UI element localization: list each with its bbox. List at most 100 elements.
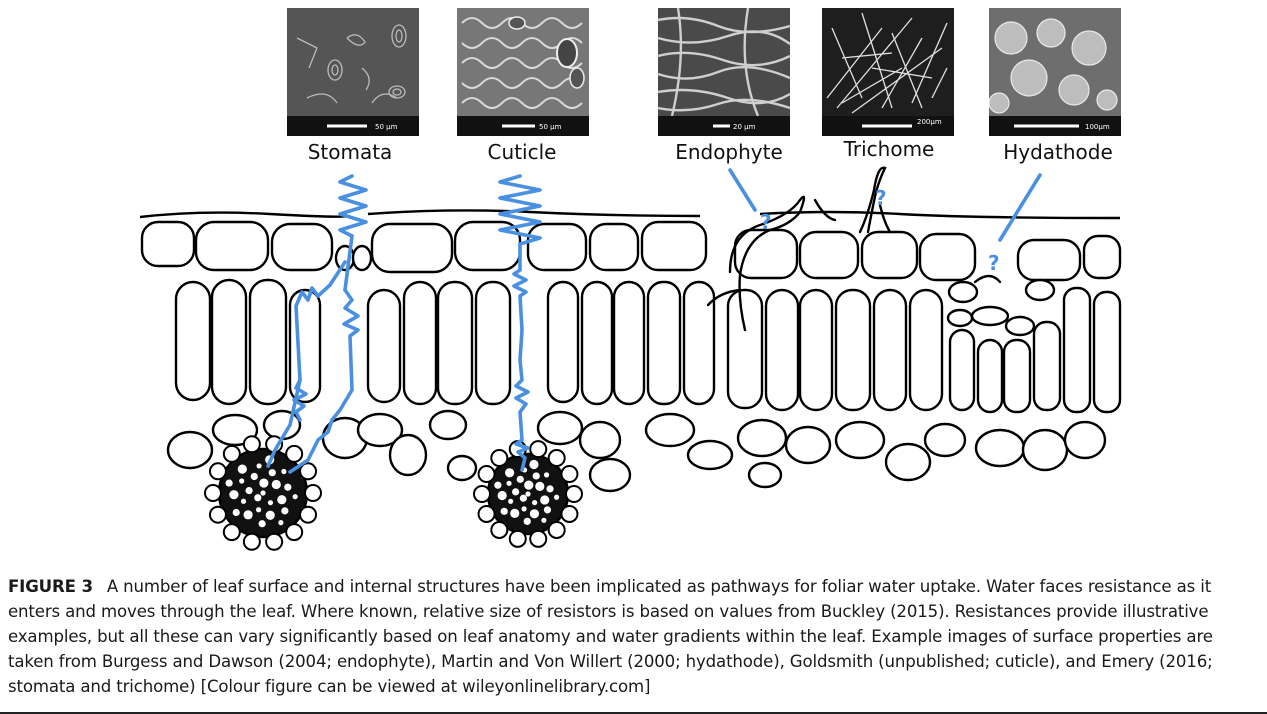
- stomata-path: [288, 288, 360, 474]
- epidermis-cell: [1082, 234, 1122, 280]
- spongy-cell: [923, 422, 967, 458]
- spongy-cell: [166, 430, 214, 470]
- trichome-scale-label: 200µm: [917, 118, 942, 126]
- xylem-vessel: [497, 490, 507, 501]
- xylem-vessel: [256, 463, 262, 469]
- endophyte-unknown-marker: ?: [760, 210, 772, 234]
- spongy-cell: [1063, 420, 1107, 460]
- bundle-sheath-cell: [565, 485, 583, 503]
- palisade-cell: [834, 288, 872, 412]
- hydathode-cell: [970, 305, 1010, 327]
- bundle-sheath-cell: [547, 520, 566, 539]
- bundle-sheath-cell: [285, 523, 304, 542]
- xylem-vessel: [541, 517, 547, 523]
- stomata-path: [343, 234, 354, 292]
- bundle-sheath-cell: [242, 435, 261, 454]
- palisade-cell: [546, 280, 580, 404]
- palisade-cell: [174, 280, 212, 402]
- bundle-sheath-cell: [560, 465, 579, 484]
- palisade-cell: [764, 288, 800, 412]
- bundle-sheath-cell: [529, 529, 548, 548]
- upper-cuticle-right: [759, 210, 1121, 220]
- endophyte-hypha: [706, 288, 742, 307]
- epidermis-cell: [370, 222, 454, 274]
- xylem-vessel: [508, 498, 514, 504]
- palisade-cell: [908, 288, 944, 412]
- bundle-sheath-cell: [222, 444, 241, 463]
- xylem-vessel: [271, 479, 281, 490]
- xylem-vessel: [519, 494, 527, 502]
- bundle-sheath-cell: [299, 505, 318, 524]
- resistor-pathways: [266, 168, 1042, 474]
- spongy-cell: [644, 412, 696, 448]
- xylem-vessel: [239, 478, 245, 484]
- bundle-sheath-cell: [304, 484, 322, 502]
- spongy-cell: [747, 461, 783, 489]
- xylem-vessel: [535, 481, 545, 492]
- stomata-path: [266, 260, 347, 468]
- xylem-vessel: [260, 490, 266, 496]
- bundle-sheath-cell: [490, 449, 509, 468]
- epidermis-cell: [640, 220, 708, 272]
- xylem-vessel: [529, 509, 540, 519]
- hydathode-cell: [947, 280, 979, 304]
- palisade-cell: [402, 280, 438, 406]
- hydathode-label: Hydathode: [1003, 140, 1113, 164]
- xylem-vessel: [510, 508, 520, 518]
- endophyte-label: Endophyte: [675, 140, 783, 164]
- epidermis-cell: [860, 230, 919, 280]
- bundle-sheath-cell: [477, 504, 496, 523]
- spongy-cell: [388, 433, 428, 477]
- endophyte-micrograph: 20 µm: [658, 8, 790, 136]
- epidermis-cell: [526, 222, 588, 272]
- hydathode-micrograph: 100µm: [989, 8, 1121, 136]
- xylem-vessel: [229, 490, 239, 500]
- xylem-vessel: [512, 488, 520, 496]
- spongy-cell: [262, 409, 302, 441]
- xylem-vessel: [525, 491, 531, 497]
- xylem-vessel: [506, 480, 512, 486]
- hydathode-pore: [973, 274, 1002, 284]
- endophyte-pointer: [728, 168, 757, 212]
- endophyte-hypha: [728, 195, 806, 332]
- xylem-vessel: [543, 506, 552, 514]
- xylem-vessel: [546, 485, 554, 493]
- caption-text: A number of leaf surface and internal st…: [8, 577, 1213, 696]
- palisade-cell: [210, 278, 248, 406]
- xylem-vessel: [240, 498, 247, 504]
- xylem-vessel: [243, 510, 253, 520]
- palisade-cell: [798, 288, 834, 412]
- guard-cell: [351, 244, 373, 272]
- bundle-sheath-cell: [222, 523, 241, 542]
- spongy-cell: [578, 420, 622, 460]
- xylem-vessel: [532, 500, 538, 506]
- xylem-vessel: [521, 506, 527, 512]
- trichome-micrograph: 200µm: [822, 8, 954, 136]
- xylem-vessel: [265, 510, 275, 520]
- leaf-diagram: 50 µm 50 µm 20 µm: [139, 8, 1122, 551]
- palisade-cell: [872, 288, 908, 412]
- xylem-vessel: [259, 478, 269, 488]
- bundle-sheath-cell: [490, 520, 509, 539]
- endophyte-hypha: [813, 198, 837, 222]
- epidermis-cell: [918, 232, 977, 282]
- palisade-cell: [682, 280, 716, 406]
- xylem-vessel: [500, 507, 508, 515]
- upper-cuticle-middle: [367, 209, 701, 218]
- xylem-vessel: [524, 480, 534, 490]
- bundle-sheath-cell: [560, 504, 579, 523]
- stomata-resistor: [338, 174, 368, 238]
- xylem-vessel: [505, 468, 515, 478]
- trichome-outline: [858, 166, 887, 234]
- hydathode-cell: [1004, 315, 1036, 337]
- spongy-cell: [356, 412, 404, 448]
- bundle-sheath-cell: [508, 529, 527, 548]
- spongy-cell: [536, 410, 584, 446]
- xylem-vessel: [281, 507, 289, 515]
- bundle-sheath-cell: [242, 532, 261, 551]
- trichome-label: Trichome: [843, 137, 935, 161]
- epidermis-cell: [270, 222, 334, 272]
- figure-number: FIGURE 3: [8, 577, 93, 596]
- xylem-vessel: [245, 486, 253, 495]
- stomata-scale-label: 50 µm: [375, 123, 398, 131]
